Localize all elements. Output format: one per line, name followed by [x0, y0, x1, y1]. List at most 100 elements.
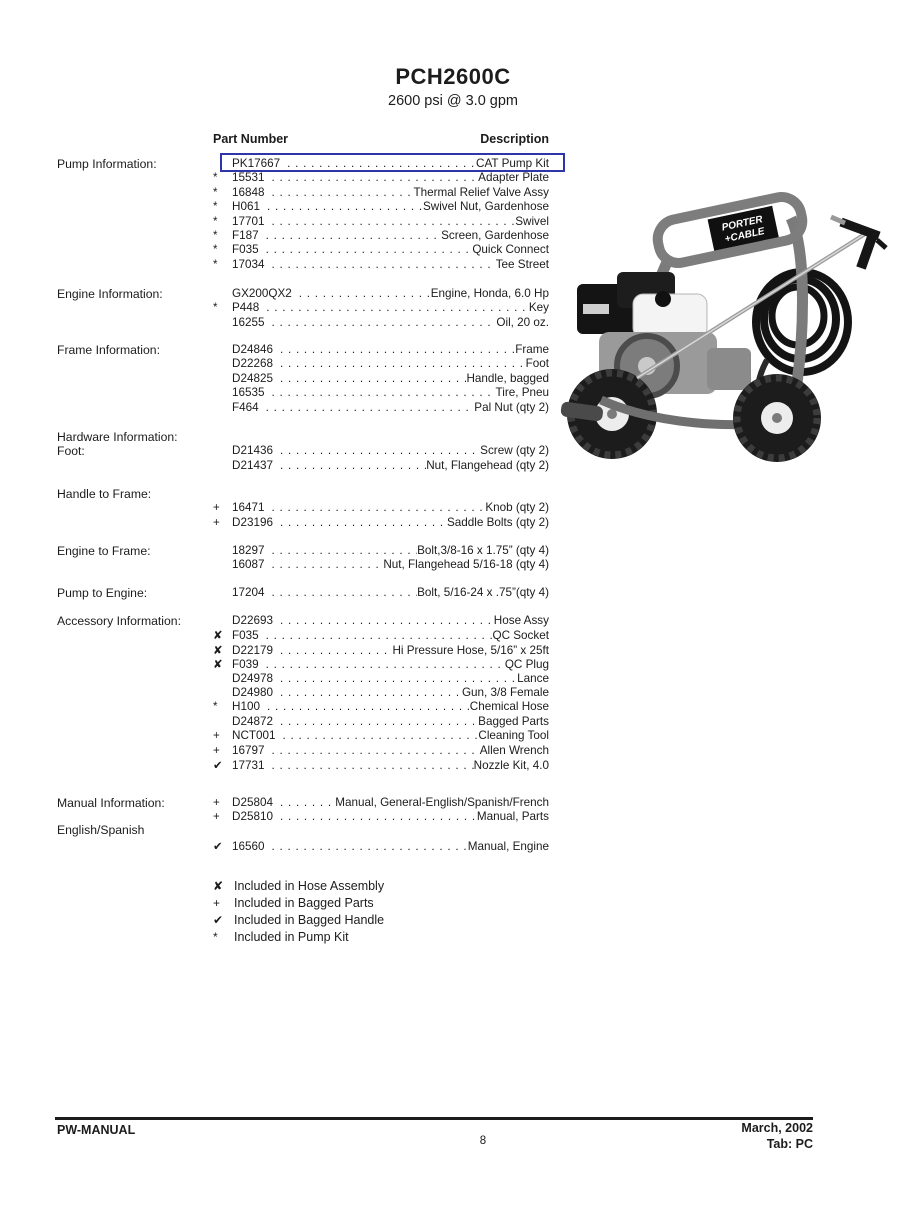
dot-leader: . . . . . . . . . . . . . . . . . . . . … [279, 515, 447, 529]
row-marker: * [213, 701, 218, 714]
part-row: ✔16560. . . . . . . . . . . . . . . . . … [213, 839, 549, 853]
part-description: Gun, 3/8 Female [461, 686, 549, 699]
part-number: 16560 [232, 840, 265, 854]
row-marker: * [213, 230, 218, 242]
row-marker: + [213, 516, 220, 529]
product-image: PORTER +CABLE [555, 182, 905, 462]
part-number: 17731 [232, 759, 265, 772]
section-label: Hardware Information: [57, 430, 178, 444]
column-headers: Part Number Description [213, 132, 549, 146]
wheel-icon [733, 374, 821, 462]
legend-marker: * [213, 930, 218, 944]
part-row: F464. . . . . . . . . . . . . . . . . . … [213, 401, 549, 415]
part-description: Oil, 20 oz. [496, 315, 549, 329]
part-description: Swivel Nut, Gardenhose [422, 200, 549, 214]
part-description: Screw (qty 2) [480, 444, 549, 458]
page-subtitle: 2600 psi @ 3.0 gpm [388, 93, 518, 109]
part-number: F035 [232, 629, 259, 643]
row-marker: + [213, 744, 220, 757]
part-row: *H100. . . . . . . . . . . . . . . . . .… [213, 700, 549, 714]
part-row: +D23196. . . . . . . . . . . . . . . . .… [213, 516, 549, 530]
part-number: 16848 [232, 185, 265, 199]
row-marker: + [213, 730, 220, 743]
row-marker: + [213, 811, 220, 824]
row-marker: * [213, 244, 218, 257]
section-label: English/Spanish [57, 822, 145, 837]
part-number: NCT001 [232, 729, 276, 743]
part-description: Bolt,3/8-16 x 1.75” (qty 4) [417, 544, 549, 557]
part-number: F035 [232, 243, 259, 257]
part-row: D22268. . . . . . . . . . . . . . . . . … [213, 357, 549, 371]
part-description: Bagged Parts [478, 714, 549, 728]
part-number: D25804 [232, 796, 273, 809]
part-row: D24980. . . . . . . . . . . . . . . . . … [213, 686, 549, 700]
dot-leader: . . . . . . . . . . . . . . . . . . . . … [279, 444, 480, 458]
part-description: Handle, bagged [466, 371, 549, 385]
part-row: 16535 . . . . . . . . . . . . . . . . . .… [213, 386, 549, 400]
dot-leader: . . . . . . . . . . . . . . . . . . . . … [271, 257, 496, 271]
part-number: F187 [232, 229, 259, 242]
part-number: F039 [232, 658, 259, 672]
section-label: Foot: [57, 444, 85, 459]
part-number: D22268 [232, 357, 273, 371]
part-row: *17701. . . . . . . . . . . . . . . . . … [213, 215, 549, 229]
part-description: Thermal Relief Valve Assy [413, 185, 549, 199]
dot-leader: . . . . . . . . . . . . . . . . . . . . … [271, 386, 496, 400]
dot-leader: . . . . . . . . . . . . . . . . . . . . … [265, 629, 493, 643]
part-number: 17204 [232, 586, 265, 599]
row-marker: * [213, 201, 218, 214]
part-row: ✘ F035 . . . . . . . . . . . . . . . . . .… [213, 628, 549, 642]
part-row[interactable]: PK17667 . . . . . . . . . . . . . . . . .… [213, 152, 565, 173]
part-description: Nut, Flangehead 5/16-18 (qty 4) [383, 558, 549, 572]
part-row: +D25804. . . . . . . . . . . . . . . . .… [213, 796, 549, 810]
legend-marker: ✘ [213, 879, 224, 893]
part-number: D21437 [232, 458, 273, 472]
dot-leader: . . . . . . . . . . . . . . . . . . . . … [287, 157, 476, 170]
part-row: 17204 . . . . . . . . . . . . . . . . . .… [213, 586, 549, 600]
part-number: P448 [232, 301, 260, 315]
part-description: Foot [525, 357, 549, 371]
part-row: 16087 . . . . . . . . . . . . . . . . . .… [213, 558, 549, 572]
footer-tab: Tab: PC [766, 1136, 813, 1151]
part-row: GX200QX2. . . . . . . . . . . . . . . . … [213, 287, 549, 301]
part-row: D21436. . . . . . . . . . . . . . . . . … [213, 444, 549, 458]
legend-item: ✘Included in Hose Assembly [213, 879, 384, 896]
section-label: Frame Information: [57, 343, 160, 357]
legend-item: *Included in Pump Kit [213, 930, 384, 947]
part-row: D22693. . . . . . . . . . . . . . . . . … [213, 614, 549, 628]
footer-rule [55, 1117, 813, 1120]
dot-leader: . . . . . . . . . . . . . . . . . . . . … [279, 671, 517, 685]
dot-leader: . . . . . . . . . . . . . . . . . . . . … [271, 586, 418, 599]
dot-leader: . . . . . . . . . . . . . . . . . . . . … [265, 658, 505, 672]
dot-leader: . . . . . . . . . . . . . . . . . . . . … [298, 287, 431, 300]
part-description: Allen Wrench [479, 743, 549, 757]
part-description: Manual, General-English/Spanish/French [335, 796, 549, 809]
section-label: Accessory Information: [57, 614, 181, 628]
part-description: Screen, Gardenhose [441, 229, 549, 242]
dot-leader: . . . . . . . . . . . . . . . . . . . . … [271, 743, 480, 757]
part-number: D25810 [232, 810, 273, 824]
part-row: +16797. . . . . . . . . . . . . . . . . … [213, 744, 549, 758]
description-header: Description [480, 132, 549, 146]
row-marker: ✘ [213, 630, 223, 643]
section-label: Pump to Engine: [57, 586, 148, 600]
part-number: 16087 [232, 558, 265, 572]
part-description: Swivel [515, 214, 549, 228]
part-description: Pal Nut (qty 2) [474, 400, 549, 414]
part-number: PK17667 [232, 157, 281, 170]
part-number: 16535 [232, 386, 265, 400]
dot-leader: . . . . . . . . . . . . . . . . . . . . … [279, 343, 516, 356]
part-row: +16471. . . . . . . . . . . . . . . . . … [213, 501, 549, 515]
part-description: Lance [517, 671, 549, 685]
row-marker: * [213, 215, 218, 228]
dot-leader: . . . . . . . . . . . . . . . . . . . . … [271, 558, 384, 572]
dot-leader: . . . . . . . . . . . . . . . . . . . . … [271, 544, 418, 557]
part-number: D24825 [232, 371, 273, 385]
part-row: 16255. . . . . . . . . . . . . . . . . .… [213, 316, 549, 330]
row-marker: * [213, 302, 218, 315]
row-marker: * [213, 186, 218, 199]
legend-item: +Included in Bagged Parts [213, 896, 384, 913]
dot-leader: . . . . . . . . . . . . . . . . . . . . … [279, 458, 426, 472]
part-description: Quick Connect [472, 243, 549, 257]
